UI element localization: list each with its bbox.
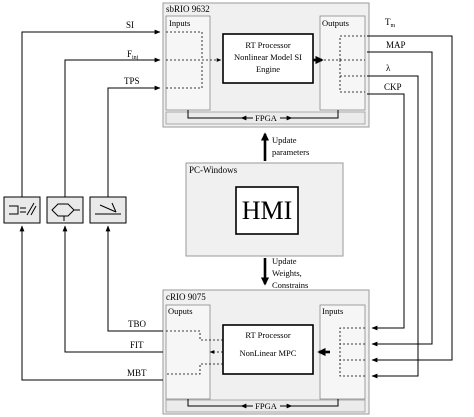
sbrio-fpga-link-left	[187, 110, 250, 119]
crio-outputs-label: Ouputs	[168, 306, 193, 316]
crio-input-4-internal	[339, 360, 365, 377]
pc-title: PC-Windows	[189, 165, 238, 175]
crio-processor-line1: RT Processor	[245, 330, 291, 340]
hmi-label: HMI	[242, 196, 293, 225]
crio-fpga-label: FPGA	[255, 401, 278, 411]
mbt-signal-wire	[19, 225, 163, 381]
si-signal-wire	[21, 29, 161, 197]
sbrio-processor-line1: RT Processor	[245, 40, 291, 50]
fit-signal-wire	[62, 225, 163, 353]
tbo-signal-wire	[105, 225, 163, 332]
ignition-coil-icon	[3, 196, 41, 224]
sbrio-outputs-label: Outputs	[322, 18, 349, 28]
ignition-coil-glyph	[9, 202, 37, 216]
lambda-label: λ	[386, 63, 391, 73]
crio-tbo-internal	[166, 330, 223, 341]
crio-title: cRIO 9075	[166, 292, 206, 302]
update-parameters-line2: parameters	[272, 147, 309, 157]
sbrio-ckp-internal	[339, 76, 365, 93]
fit-label: FIT	[130, 340, 144, 350]
sbrio-processor-line2: Nonlinear Model SI	[234, 52, 302, 62]
fuel-injector-glyph	[51, 203, 80, 221]
crio-inputs-label: Inputs	[322, 306, 343, 316]
crio-processor-line2: NonLinear MPC	[240, 348, 297, 358]
sbrio-inputs-panel	[165, 15, 211, 111]
crio-rt-processor	[222, 324, 314, 375]
sbrio-processor-line3: Engine	[256, 64, 280, 74]
finj-signal-wire	[64, 57, 161, 197]
crio-fpga-link-right	[282, 399, 339, 407]
sbrio-outputs-panel	[319, 15, 366, 111]
update-weights-line2: Weights,	[272, 268, 302, 278]
map-signal-wire	[367, 51, 433, 347]
pc-block: PC-Windows HMI	[185, 162, 344, 257]
sbrio-block: sbRIO 9632 Inputs Outputs RT Processor N…	[162, 2, 370, 128]
hmi-box	[235, 186, 299, 235]
sbrio-fpga-link-right	[282, 110, 339, 119]
sbrio-fpga-label: FPGA	[255, 113, 278, 123]
sbrio-tps-internal	[166, 60, 203, 89]
sbrio-fpga-bus	[165, 111, 366, 125]
mbt-label: MBT	[127, 368, 147, 378]
sbrio-inputs-label: Inputs	[169, 18, 190, 28]
crio-outputs-panel	[165, 304, 211, 400]
map-label: MAP	[386, 40, 406, 50]
crio-mbt-internal	[166, 363, 223, 375]
tm-signal-wire	[367, 35, 453, 363]
lambda-signal-wire	[367, 75, 419, 379]
update-parameters-line1: Update	[272, 135, 297, 145]
sbrio-si-internal	[166, 31, 203, 60]
sbrio-title: sbRIO 9632	[166, 4, 210, 14]
tps-label: TPS	[124, 76, 140, 86]
ckp-label: CKP	[384, 82, 402, 92]
si-label: SI	[126, 20, 134, 30]
tm-label: Tm	[385, 17, 396, 29]
tps-signal-wire	[107, 85, 161, 197]
crio-block: cRIO 9075 Ouputs Inputs RT Processor Non…	[162, 289, 370, 415]
sbrio-tm-internal	[324, 35, 365, 61]
update-weights-line3: Constrains	[272, 280, 308, 290]
crio-fpga-bus	[165, 399, 366, 413]
ckp-signal-wire	[367, 93, 405, 331]
crio-fpga-link-left	[187, 399, 250, 407]
actuator-icons	[3, 196, 127, 224]
throttle-glyph	[95, 202, 121, 215]
update-weights-line1: Update	[272, 256, 297, 266]
sbrio-rt-processor	[222, 33, 314, 84]
finj-label: Finj	[127, 49, 139, 61]
throttle-icon	[89, 196, 127, 224]
tbo-label: TBO	[128, 319, 147, 329]
